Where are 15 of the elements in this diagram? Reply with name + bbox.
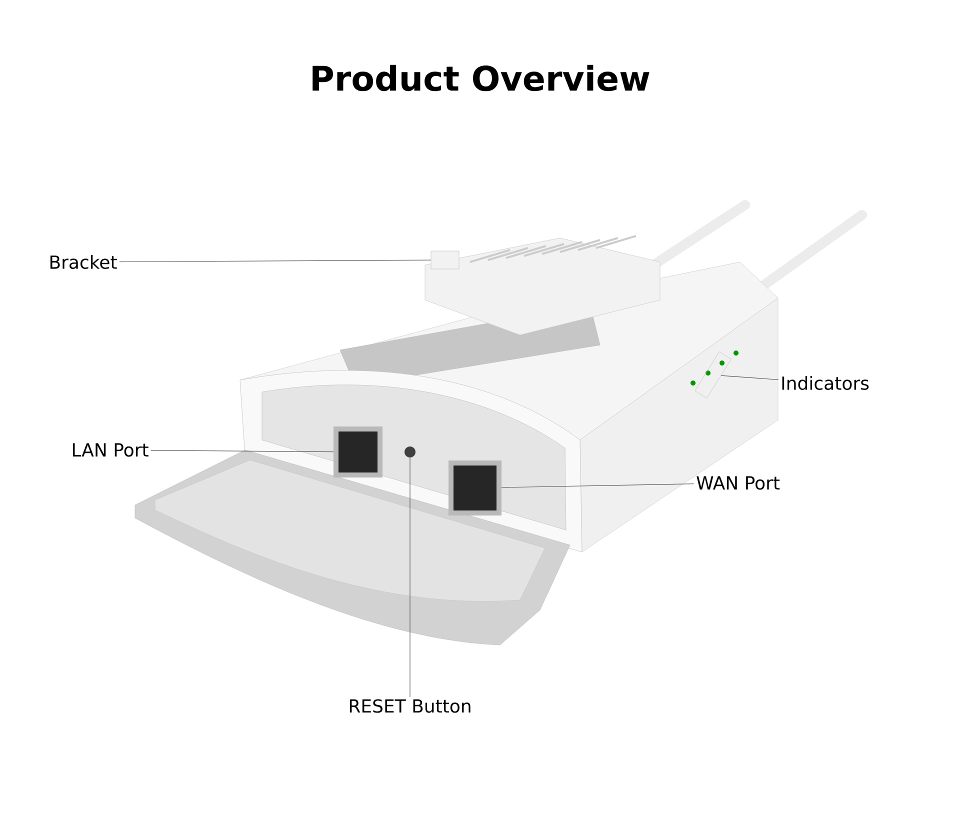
title: Product Overview [312, 64, 650, 92]
wan-port [448, 460, 502, 516]
indicator-panel [694, 352, 732, 398]
leader-line [720, 375, 779, 380]
part-label: Indicators [782, 376, 869, 390]
part-label: Bracket [50, 255, 117, 269]
part-label: LAN Port [72, 443, 148, 457]
leader-line [150, 450, 334, 452]
part-label: WAN Port [696, 476, 780, 490]
reset-button [404, 446, 416, 458]
leader-line [119, 260, 432, 262]
lan-port [334, 426, 382, 478]
leader-line [501, 484, 694, 488]
part-label: RESET Button [350, 699, 470, 713]
bracket-tab [430, 250, 460, 270]
